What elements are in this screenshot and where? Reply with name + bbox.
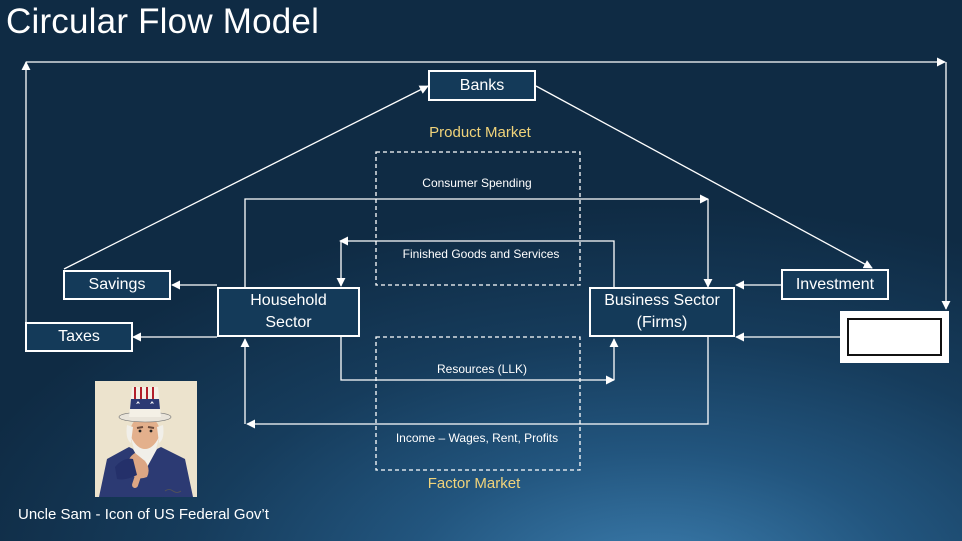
household-sector-box: Household Sector: [217, 287, 360, 337]
arrow-resources: [340, 337, 615, 385]
government-box-inner-border: [847, 318, 942, 356]
taxes-box: Taxes: [25, 322, 133, 352]
consumer-spending-label: Consumer Spending: [422, 176, 532, 190]
arrow-income: [246, 337, 709, 429]
uncle-sam-illustration: [95, 381, 197, 497]
government-box: [840, 311, 949, 363]
banks-box: Banks: [428, 70, 536, 101]
arrow-banks-to-investment: [535, 85, 873, 269]
investment-label: Investment: [795, 275, 875, 293]
factor-market-box: [375, 336, 581, 471]
banks-label: Banks: [459, 76, 505, 94]
household-sector-label: Household Sector: [250, 292, 327, 331]
uncle-sam-poster-icon: [95, 381, 197, 497]
slide-title: Circular Flow Model: [6, 2, 320, 41]
product-market-label: Product Market: [429, 124, 531, 141]
arrow-finished-goods: [339, 236, 615, 287]
business-sector-label: Business Sector (Firms): [604, 292, 720, 331]
resources-label: Resources (LLK): [436, 362, 528, 376]
taxes-label: Taxes: [58, 328, 100, 345]
arrow-savings-to-banks: [63, 85, 429, 270]
savings-box: Savings: [63, 270, 171, 300]
investment-box: Investment: [781, 269, 889, 300]
poster-caption: Uncle Sam - Icon of US Federal Gov’t: [18, 506, 269, 523]
business-sector-box: Business Sector (Firms): [589, 287, 735, 337]
savings-label: Savings: [88, 276, 146, 293]
income-label: Income – Wages, Rent, Profits: [395, 431, 559, 445]
arrow-consumer-spending: [244, 194, 709, 287]
finished-goods-label: Finished Goods and Services: [402, 247, 560, 261]
factor-market-label: Factor Market: [427, 475, 521, 492]
product-market-box: [375, 151, 581, 286]
